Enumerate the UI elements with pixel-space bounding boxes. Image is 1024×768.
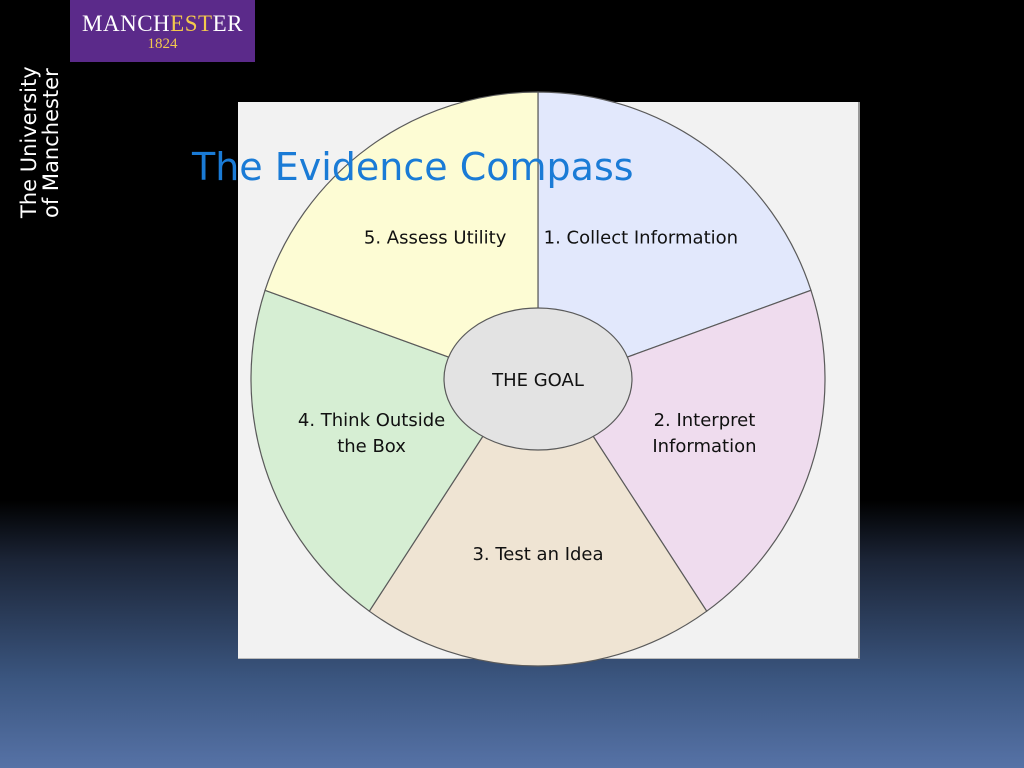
logo-wordmark: MANCHESTER <box>82 11 243 36</box>
goal-center-label: THE GOAL <box>491 370 584 391</box>
segment-label-1: 1. Collect Information <box>544 227 738 248</box>
segment-label-3: 3. Test an Idea <box>472 544 603 565</box>
compass-segment-5 <box>264 91 539 358</box>
goal-center-ellipse <box>443 307 633 451</box>
compass-segment-4 <box>250 289 484 613</box>
segment-label-5: 5. Assess Utility <box>364 227 507 248</box>
compass-segment-3 <box>368 435 708 667</box>
logo-year: 1824 <box>147 36 178 52</box>
manchester-logo: MANCHESTER 1824 <box>70 0 255 62</box>
slide-title: The Evidence Compass <box>192 145 634 189</box>
compass-segment-2 <box>592 289 826 613</box>
compass-segment-1 <box>537 91 812 358</box>
